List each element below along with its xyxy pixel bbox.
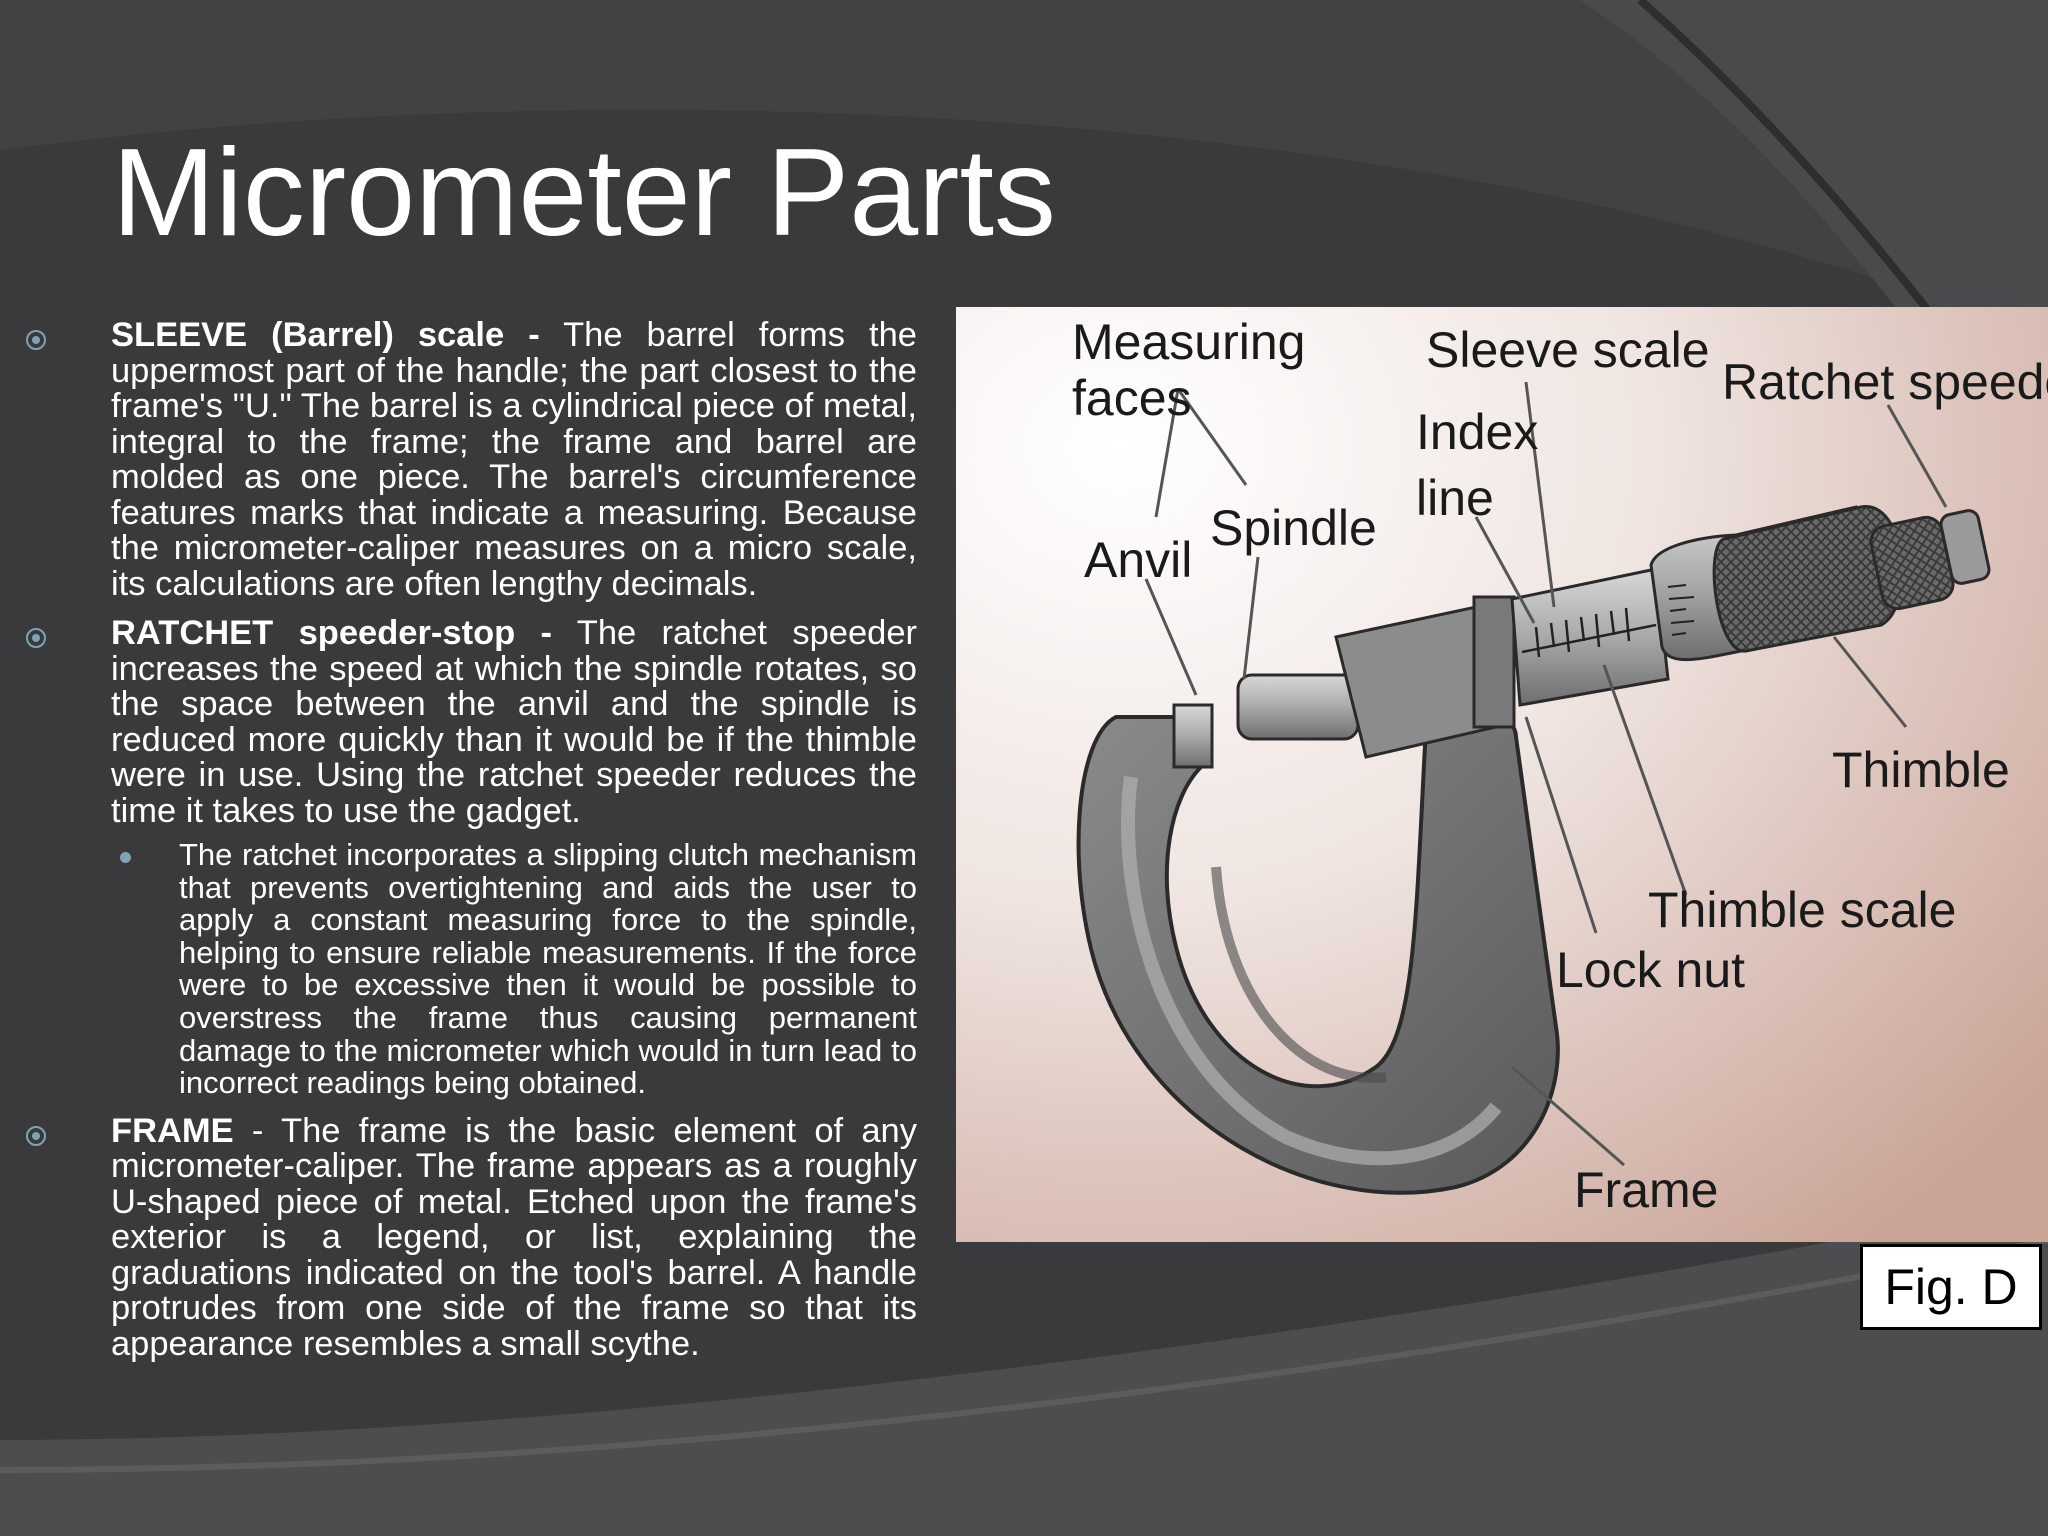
label-spindle: Spindle — [1210, 500, 1377, 556]
label-line: line — [1416, 470, 1494, 526]
sub-bullet-dot-icon — [120, 852, 131, 863]
bullet-text: The barrel forms the uppermost part of t… — [111, 316, 917, 603]
bullet-marker-icon — [26, 330, 46, 350]
bullet-text: The ratchet speeder increases the speed … — [111, 614, 917, 830]
label-measuring: Measuring — [1072, 314, 1305, 370]
label-index: Index — [1416, 404, 1538, 460]
bullet-term: RATCHET speeder-stop - — [111, 614, 553, 652]
label-anvil: Anvil — [1084, 532, 1192, 588]
bullet-text: - The frame is the basic element of any … — [111, 1111, 917, 1363]
bullet-sleeve: SLEEVE (Barrel) scale - The barrel forms… — [0, 316, 917, 603]
bullet-marker-icon — [26, 1125, 46, 1146]
sleeve-shape — [1510, 567, 1670, 707]
slide-title: Micrometer Parts — [112, 124, 1056, 262]
bullet-term: FRAME — [111, 1111, 234, 1150]
bullet-ratchet: RATCHET speeder-stop - The ratchet speed… — [0, 614, 917, 830]
label-ratchet-speeder: Ratchet speeder — [1722, 354, 2048, 410]
bullet-frame: FRAME - The frame is the basic element o… — [0, 1111, 917, 1363]
micrometer-figure: Measuring faces Anvil Spindle Sleeve sca… — [956, 307, 2048, 1242]
label-lock-nut: Lock nut — [1556, 942, 1745, 998]
sub-bullet-text: The ratchet incorporates a slipping clut… — [179, 837, 917, 1101]
spindle-shape — [1236, 673, 1360, 741]
label-frame: Frame — [1574, 1162, 1718, 1218]
bullet-term: SLEEVE (Barrel) scale - — [111, 316, 540, 354]
anvil-shape — [1172, 703, 1214, 769]
lock-nut-shape — [1472, 595, 1516, 729]
bullet-list: SLEEVE (Barrel) scale - The barrel forms… — [0, 316, 940, 1363]
micrometer-diagram: Measuring faces Anvil Spindle Sleeve sca… — [956, 307, 2048, 1242]
label-thimble: Thimble — [1832, 742, 2010, 798]
sub-bullet-ratchet-clutch: The ratchet incorporates a slipping clut… — [0, 837, 917, 1101]
bullet-marker-icon — [26, 628, 46, 648]
figure-caption: Fig. D — [1860, 1244, 2042, 1330]
label-faces: faces — [1072, 370, 1192, 426]
label-thimble-scale: Thimble scale — [1648, 882, 1956, 938]
label-sleeve-scale: Sleeve scale — [1426, 322, 1710, 378]
